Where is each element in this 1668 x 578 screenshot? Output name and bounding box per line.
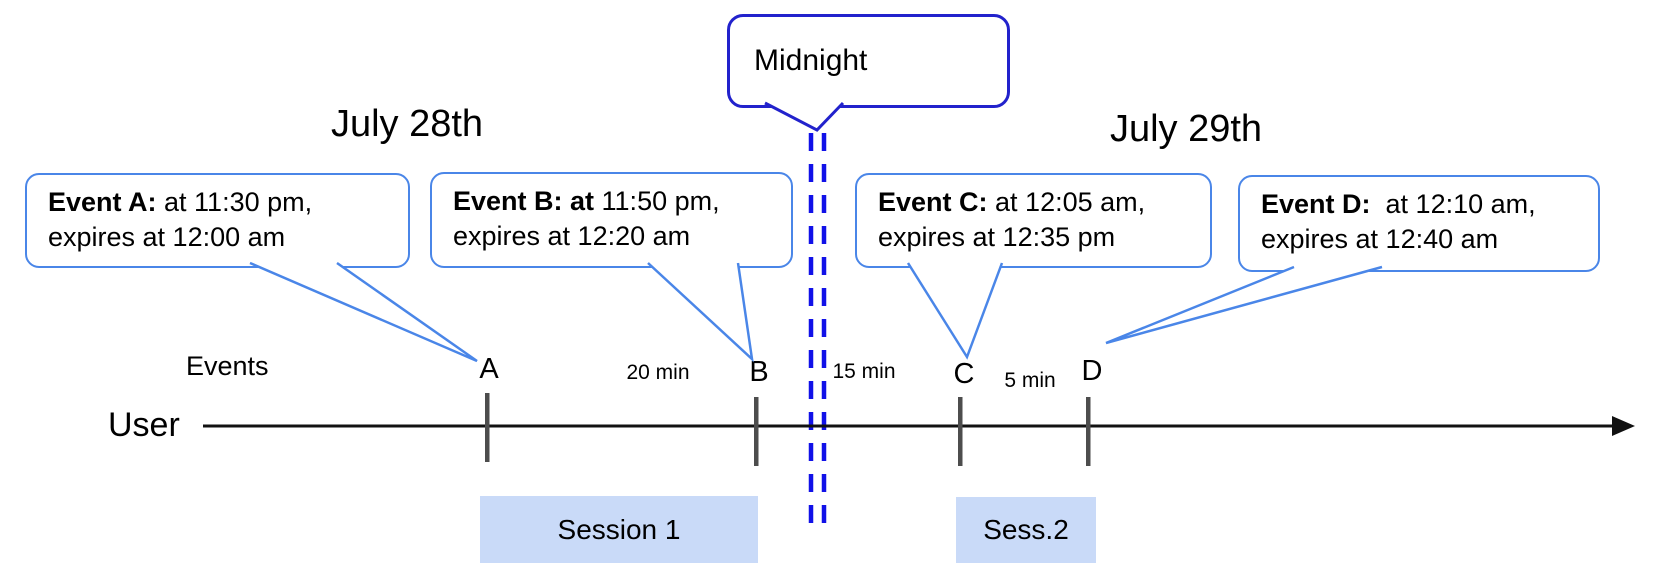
event-c-callout: Event C: at 12:05 am, expires at 12:35 p… [855,173,1212,268]
event-c-text: Event C: at 12:05 am, expires at 12:35 p… [878,187,1146,252]
session-2-box: Sess.2 [956,497,1096,563]
tick-label-b: B [749,356,769,388]
session-1-label: Session 1 [557,513,681,545]
date-july-29: July 29th [1109,108,1263,150]
tick-a [485,393,490,462]
event-c-callout-tail [906,262,1004,360]
event-a-text: Event A: at 11:30 pm, expires at 12:00 a… [48,187,313,252]
tick-label-c: C [953,358,975,390]
tick-label-d: D [1081,355,1103,387]
tick-label-a: A [479,353,499,385]
event-a-callout: Event A: at 11:30 pm, expires at 12:00 a… [25,173,410,268]
events-axis-label: Events [186,351,269,381]
tick-d [1086,397,1091,466]
event-a-callout-tail [249,261,478,363]
event-b-callout-tail [647,262,754,363]
gap-label-20min: 20 min [626,361,690,384]
date-july-28: July 28th [330,103,484,145]
midnight-bubble: Midnight [727,14,1010,108]
event-b-text: Event B: at 11:50 pm, expires at 12:20 a… [453,186,720,251]
tick-c [958,397,963,466]
gap-label-5min: 5 min [1004,369,1056,392]
midnight-label: Midnight [754,44,868,77]
event-d-text: Event D: at 12:10 am, expires at 12:40 a… [1261,189,1536,254]
session-1-box: Session 1 [480,496,758,563]
event-d-callout-tail [1105,265,1383,345]
gap-label-15min: 15 min [832,360,896,383]
user-axis-label: User [108,406,180,444]
timeline-arrowhead-icon [1612,416,1635,436]
session-2-label: Sess.2 [983,514,1069,545]
tick-b [754,397,759,466]
event-b-callout: Event B: at 11:50 pm, expires at 12:20 a… [430,172,793,268]
event-d-callout: Event D: at 12:10 am, expires at 12:40 a… [1238,175,1600,272]
